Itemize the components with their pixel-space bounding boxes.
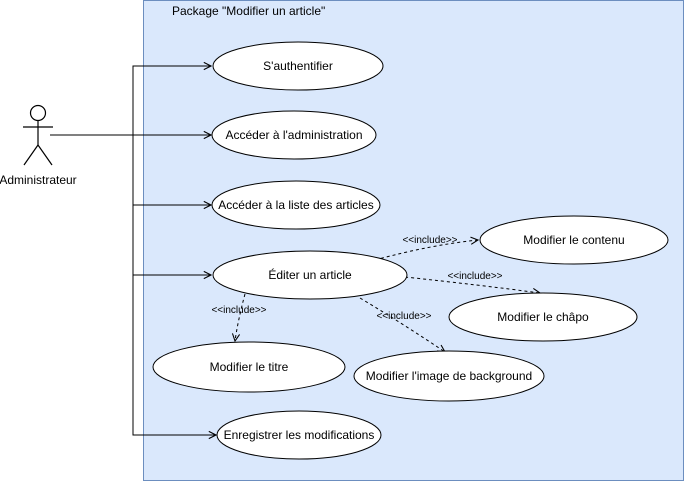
include-relations	[235, 240, 540, 352]
use-case-label: Enregistrer les modifications	[224, 428, 375, 442]
use-case-admin[interactable]: Accéder à l'administration	[211, 110, 377, 160]
use-case-edit-title[interactable]: Modifier le titre	[152, 341, 346, 393]
use-case-label: Modifier le châpo	[497, 310, 589, 324]
actor-left-leg	[23, 144, 39, 166]
actor-label: Administrateur	[0, 173, 77, 187]
use-case-label: Modifier le contenu	[523, 233, 624, 247]
use-case-label: Modifier l'image de background	[366, 369, 532, 383]
use-case-edit-background[interactable]: Modifier l'image de background	[353, 350, 545, 402]
association-authenticate	[132, 66, 211, 135]
include-label-title: <<include>>	[211, 305, 266, 316]
use-case-edit-content[interactable]: Modifier le contenu	[479, 215, 669, 265]
use-case-label: Éditer un article	[268, 267, 352, 282]
actor-administrateur[interactable]: Administrateur	[0, 104, 77, 188]
include-edit-background	[359, 297, 445, 352]
use-case-label: S'authentifier	[263, 59, 333, 73]
association-lines	[50, 66, 216, 435]
actor-head	[29, 104, 47, 122]
use-case-save[interactable]: Enregistrer les modifications	[216, 410, 382, 460]
include-edit-content	[374, 240, 478, 261]
association-save	[132, 275, 216, 435]
include-label-background: <<include>>	[376, 311, 431, 322]
use-case-label: Modifier le titre	[210, 360, 289, 374]
use-case-article-list[interactable]: Accéder à la liste des articles	[211, 180, 381, 230]
use-case-edit-chapo[interactable]: Modifier le châpo	[448, 292, 638, 342]
include-edit-chapo	[404, 276, 540, 293]
use-case-label: Accéder à la liste des articles	[218, 198, 373, 212]
use-case-authenticate[interactable]: S'authentifier	[212, 41, 384, 91]
actor-right-leg	[37, 144, 53, 166]
include-label-content: <<include>>	[402, 235, 457, 246]
include-edit-title	[235, 293, 246, 341]
include-label-chapo: <<include>>	[447, 271, 502, 282]
use-case-edit-article[interactable]: Éditer un article	[212, 250, 408, 300]
use-case-label: Accéder à l'administration	[225, 128, 362, 142]
package-title: Package "Modifier un article"	[172, 4, 325, 18]
